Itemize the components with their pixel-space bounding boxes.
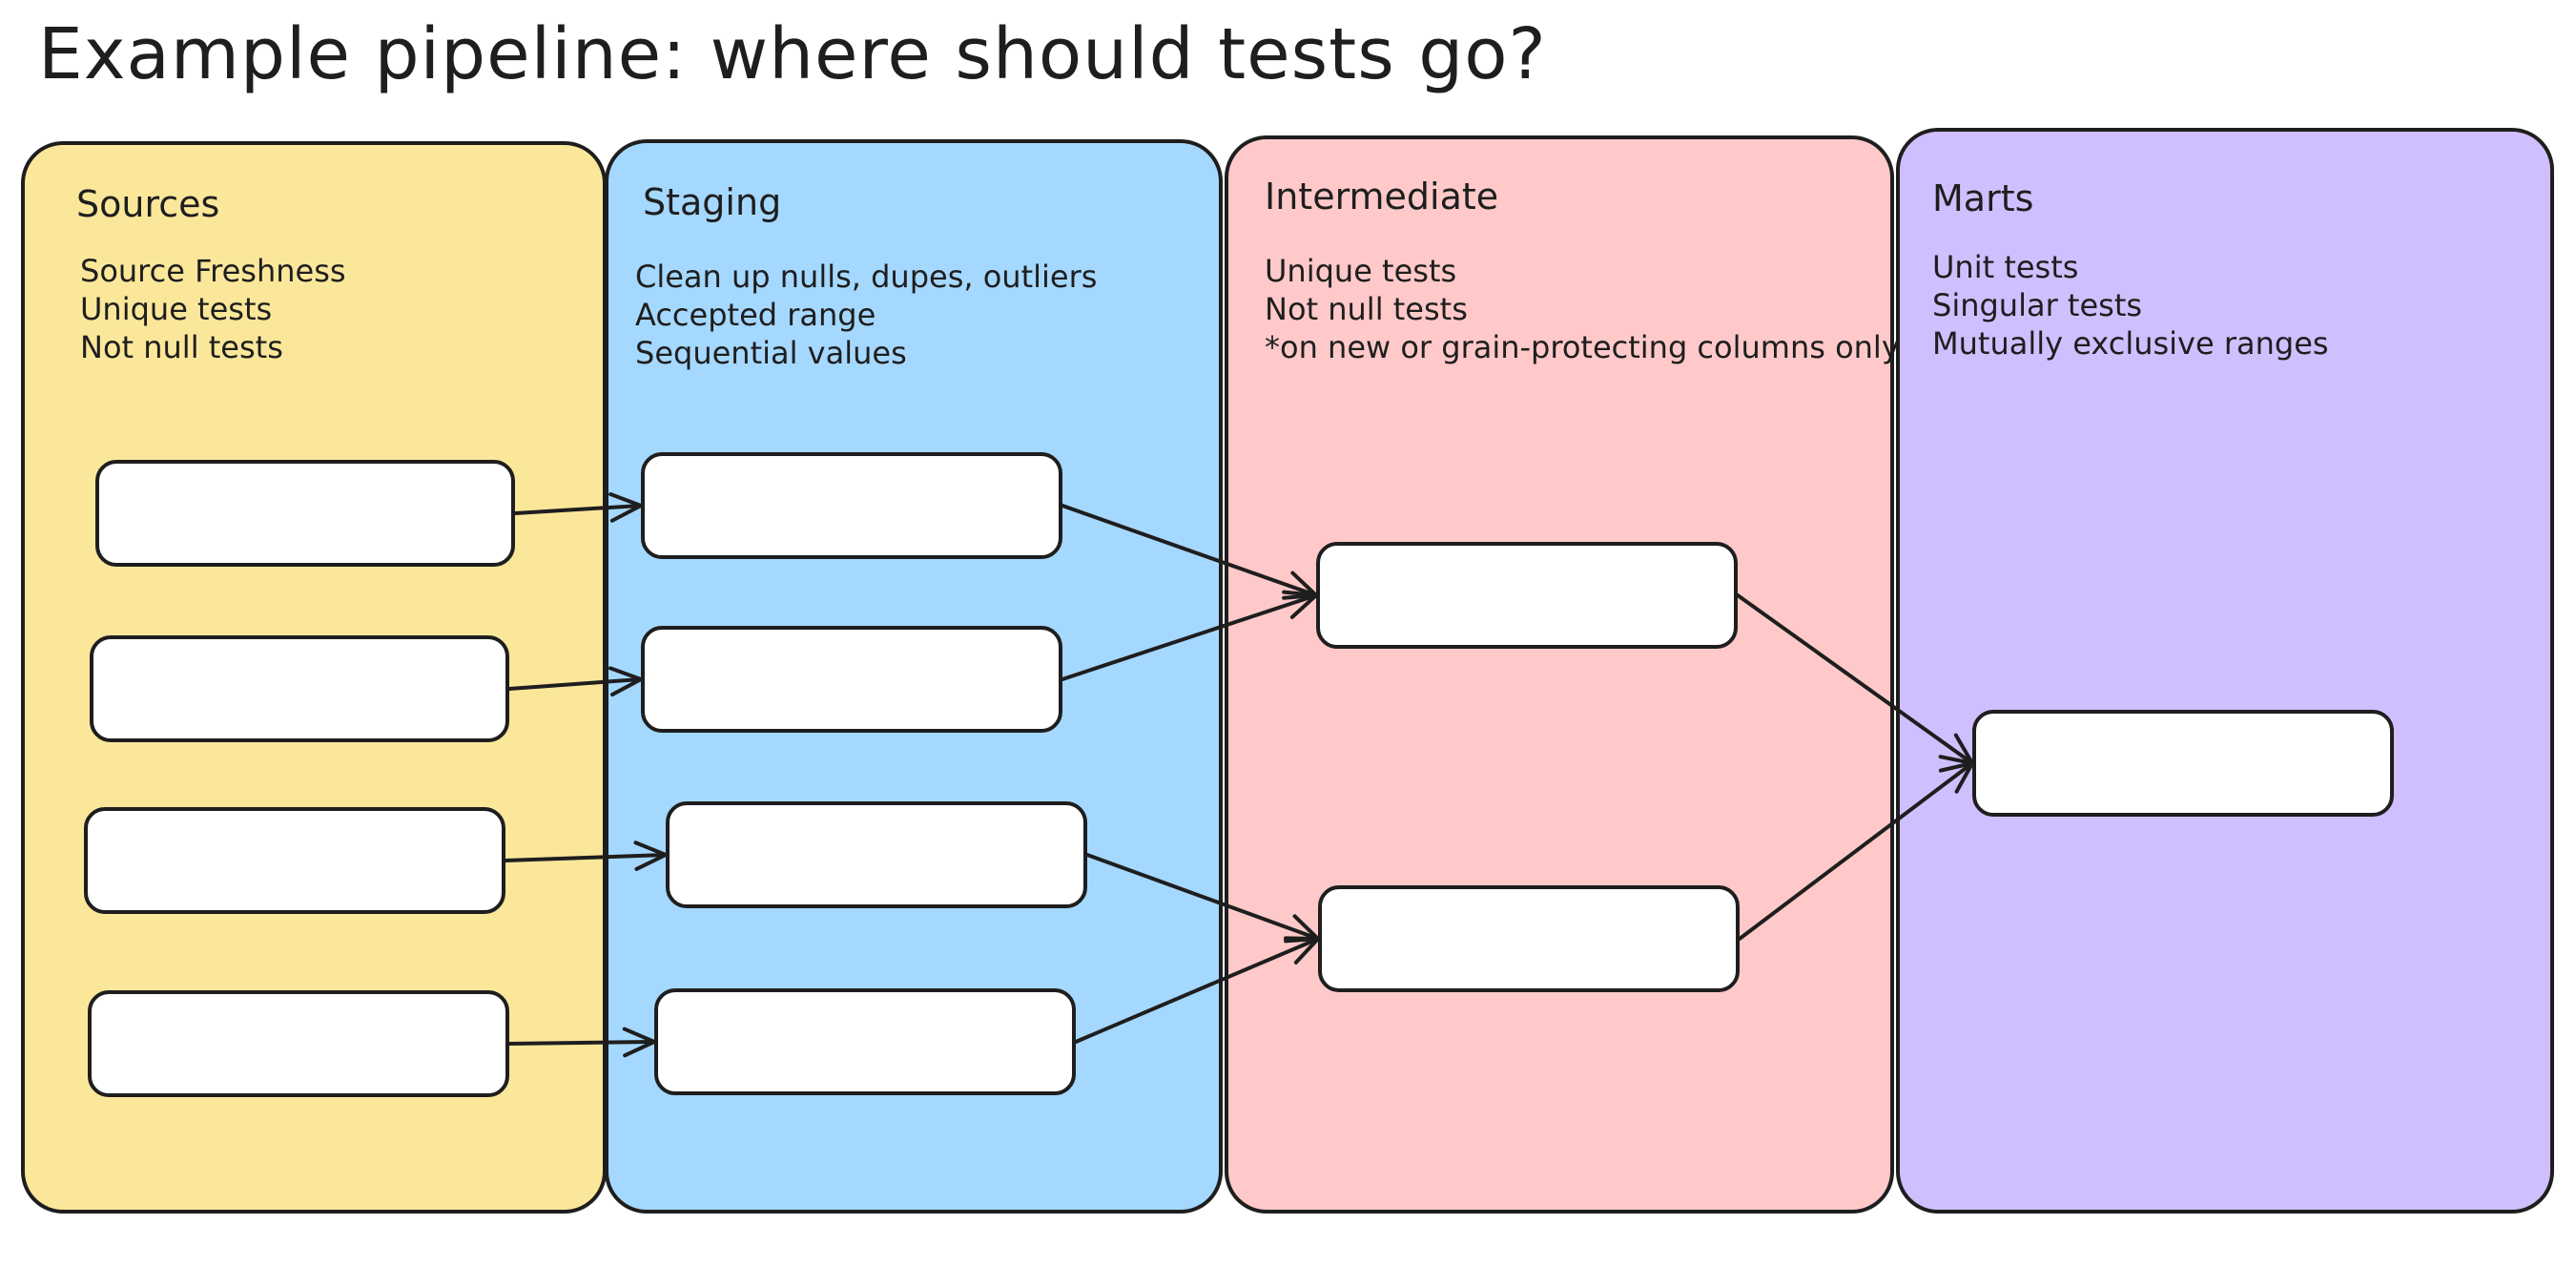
source-node[interactable]	[90, 635, 509, 742]
column-marts	[1896, 128, 2554, 1214]
staging-node[interactable]	[654, 988, 1076, 1095]
column-heading-staging: Staging	[643, 181, 782, 223]
mart-node[interactable]	[1972, 710, 2394, 817]
intermediate-node[interactable]	[1318, 885, 1740, 992]
note-mutually-exclusive: Mutually exclusive ranges	[1932, 325, 2329, 362]
column-notes-sources: Source Freshness Unique tests Not null t…	[80, 252, 346, 366]
source-node[interactable]	[95, 460, 515, 567]
note-sequential-values: Sequential values	[635, 335, 907, 371]
intermediate-node[interactable]	[1316, 542, 1738, 649]
column-heading-intermediate: Intermediate	[1265, 176, 1499, 218]
note-grain-protecting: *on new or grain-protecting columns only	[1265, 329, 1900, 365]
note-unique-tests: Unique tests	[80, 291, 273, 327]
source-node[interactable]	[84, 807, 505, 914]
source-node[interactable]	[88, 990, 509, 1097]
column-notes-intermediate: Unique tests Not null tests *on new or g…	[1265, 252, 1900, 366]
column-heading-sources: Sources	[76, 183, 220, 225]
staging-node[interactable]	[641, 626, 1062, 733]
note-unique-tests: Unique tests	[1265, 253, 1457, 289]
note-singular-tests: Singular tests	[1932, 287, 2143, 323]
note-not-null-tests: Not null tests	[1265, 291, 1468, 327]
column-heading-marts: Marts	[1932, 177, 2034, 219]
note-not-null-tests: Not null tests	[80, 329, 283, 365]
staging-node[interactable]	[641, 452, 1062, 559]
note-clean-up: Clean up nulls, dupes, outliers	[635, 259, 1098, 295]
note-unit-tests: Unit tests	[1932, 249, 2079, 285]
note-source-freshness: Source Freshness	[80, 253, 346, 289]
staging-node[interactable]	[666, 801, 1087, 908]
note-accepted-range: Accepted range	[635, 297, 876, 333]
column-notes-marts: Unit tests Singular tests Mutually exclu…	[1932, 248, 2329, 363]
page-title: Example pipeline: where should tests go?	[38, 13, 1547, 95]
column-notes-staging: Clean up nulls, dupes, outliers Accepted…	[635, 258, 1097, 372]
